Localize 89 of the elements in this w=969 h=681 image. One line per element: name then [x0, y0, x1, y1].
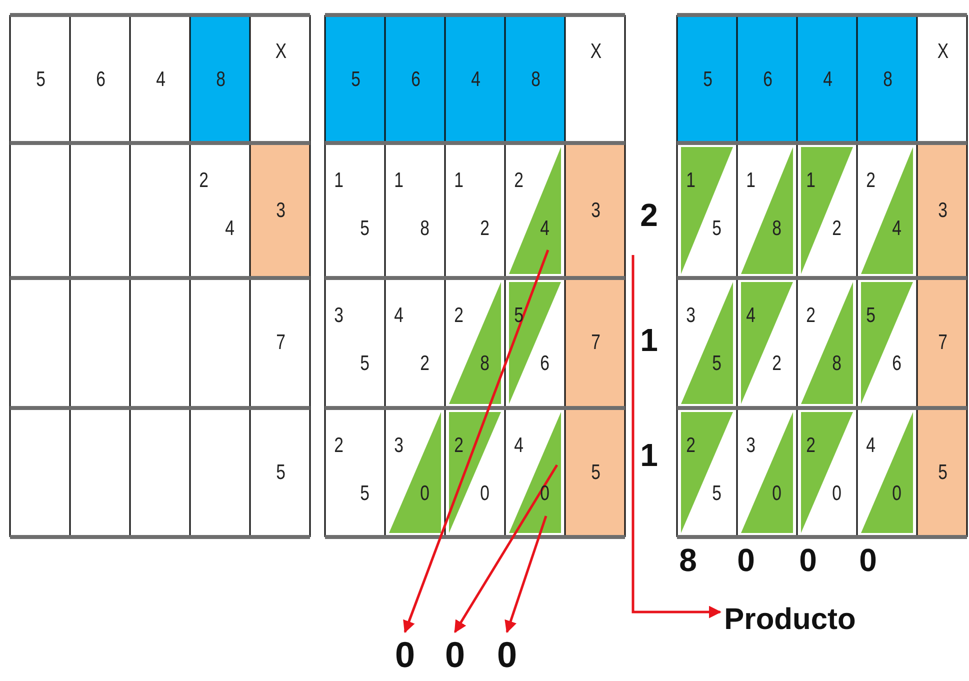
- units-digit: 0: [892, 482, 902, 506]
- tens-digit: 5: [514, 304, 524, 328]
- multiplicand-digit: 4: [156, 68, 166, 92]
- arrow: [454, 464, 558, 634]
- multiplication-sign: X: [276, 40, 287, 64]
- tens-digit: 4: [866, 434, 876, 458]
- result-text: Producto: [724, 603, 856, 637]
- result-text: 0: [496, 634, 518, 676]
- tens-digit: 1: [334, 169, 344, 193]
- tens-digit: 3: [686, 304, 696, 328]
- tens-digit: 4: [746, 304, 756, 328]
- units-digit: 4: [892, 217, 902, 241]
- tens-digit: 4: [394, 304, 404, 328]
- units-digit: 8: [832, 352, 842, 376]
- product-digit: 0: [799, 542, 817, 578]
- multiplier-digit: 3: [591, 198, 601, 222]
- units-digit: 6: [540, 352, 550, 376]
- multiplicand-digit: 5: [351, 68, 361, 92]
- product-digit: 8: [679, 542, 697, 578]
- units-digit: 4: [540, 217, 550, 241]
- arrow: [403, 250, 550, 634]
- units-digit: 2: [772, 352, 782, 376]
- units-digit: 5: [712, 482, 722, 506]
- tens-digit: 3: [746, 434, 756, 458]
- tens-digit: 1: [746, 169, 756, 193]
- multiplier-digit: 5: [938, 460, 948, 484]
- result-text: 0: [394, 634, 416, 676]
- units-digit: 2: [420, 352, 430, 376]
- product-digit: 0: [737, 542, 755, 578]
- units-digit: 2: [480, 217, 490, 241]
- multiplication-sign: X: [590, 40, 602, 64]
- multiplier-digit: 5: [276, 460, 286, 484]
- multiplier-digit: 3: [938, 198, 948, 222]
- arrow: [504, 516, 548, 634]
- tens-digit: 2: [334, 434, 344, 458]
- result-text: 0: [444, 634, 466, 676]
- units-digit: 8: [420, 217, 430, 241]
- carry-digit: 2: [640, 196, 658, 234]
- multiplicand-digit: 4: [471, 68, 481, 92]
- tens-digit: 2: [686, 434, 696, 458]
- tens-digit: 2: [806, 434, 816, 458]
- carry-digit: 1: [640, 436, 658, 474]
- tens-digit: 4: [514, 434, 524, 458]
- tens-digit: 1: [454, 169, 464, 193]
- tens-digit: 2: [866, 169, 876, 193]
- carry-digit: 1: [640, 322, 658, 358]
- tens-digit: 5: [866, 304, 876, 328]
- tens-digit: 2: [806, 304, 816, 328]
- multiplier-digit: 7: [276, 331, 286, 355]
- units-digit: 2: [832, 217, 842, 241]
- units-digit: 5: [360, 217, 370, 241]
- tens-digit: 1: [394, 169, 404, 193]
- tens-digit: 2: [454, 304, 464, 328]
- units-digit: 5: [360, 482, 370, 506]
- tens-digit: 1: [686, 169, 696, 193]
- multiplicand-digit: 8: [531, 68, 541, 92]
- units-digit: 5: [360, 352, 370, 376]
- multiplicand-digit: 6: [763, 68, 773, 92]
- units-digit: 0: [832, 482, 842, 506]
- units-digit: 0: [540, 482, 550, 506]
- units-digit: 4: [225, 217, 235, 241]
- product-digit: 0: [859, 542, 877, 578]
- multiplier-digit: 3: [276, 198, 286, 222]
- multiplication-sign: X: [938, 40, 949, 64]
- arrow: [632, 255, 722, 618]
- multiplier-digit: 7: [591, 331, 601, 355]
- multiplicand-digit: 4: [823, 68, 833, 92]
- units-digit: 6: [892, 352, 902, 376]
- multiplier-digit: 7: [938, 331, 948, 355]
- tens-digit: 2: [514, 169, 524, 193]
- multiplicand-digit: 6: [96, 68, 106, 92]
- units-digit: 8: [772, 217, 782, 241]
- units-digit: 8: [480, 352, 490, 376]
- units-digit: 0: [772, 482, 782, 506]
- units-digit: 0: [420, 482, 430, 506]
- tens-digit: 1: [806, 169, 816, 193]
- units-digit: 0: [480, 482, 490, 506]
- multiplicand-digit: 8: [883, 68, 893, 92]
- tens-digit: 2: [199, 169, 209, 193]
- tens-digit: 3: [394, 434, 404, 458]
- multiplicand-digit: 6: [411, 68, 421, 92]
- tens-digit: 3: [334, 304, 344, 328]
- multiplier-digit: 5: [591, 460, 601, 484]
- multiplicand-digit: 8: [216, 68, 226, 92]
- multiplicand-digit: 5: [703, 68, 713, 92]
- multiplicand-digit: 5: [36, 68, 46, 92]
- tens-digit: 2: [454, 434, 464, 458]
- units-digit: 5: [712, 217, 722, 241]
- units-digit: 5: [712, 352, 722, 376]
